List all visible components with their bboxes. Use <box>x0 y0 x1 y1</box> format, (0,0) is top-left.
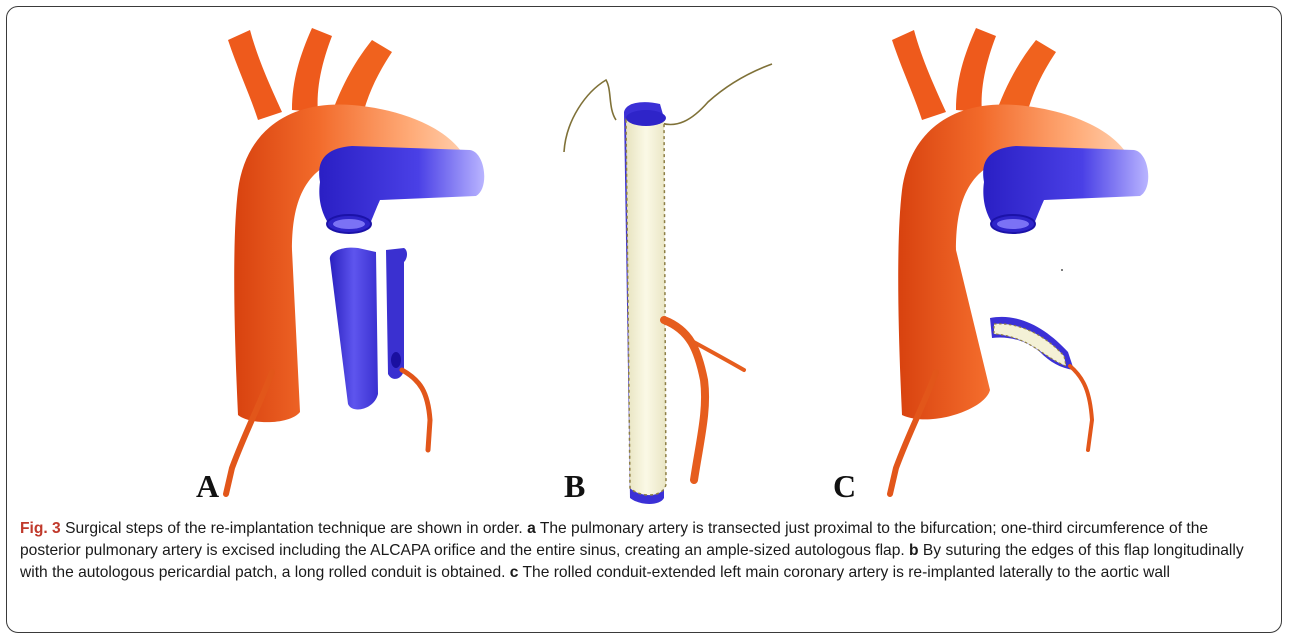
caption-panel-c-text: The rolled conduit-extended left main co… <box>518 564 1170 581</box>
panel-label-c: C <box>833 470 856 502</box>
caption-panel-a-label: a <box>527 520 536 537</box>
figure-caption: Fig. 3 Surgical steps of the re-implanta… <box>20 518 1272 584</box>
panel-b-illustration <box>564 64 772 504</box>
panel-c-illustration <box>890 28 1148 494</box>
caption-intro: Surgical steps of the re-implantation te… <box>61 520 527 537</box>
caption-panel-b-label: b <box>909 542 919 559</box>
panel-label-b: B <box>564 470 585 502</box>
surgical-illustration <box>0 0 1290 510</box>
panel-label-a: A <box>196 470 219 502</box>
caption-figure-number: Fig. 3 <box>20 520 61 537</box>
panel-a-illustration <box>226 28 484 494</box>
